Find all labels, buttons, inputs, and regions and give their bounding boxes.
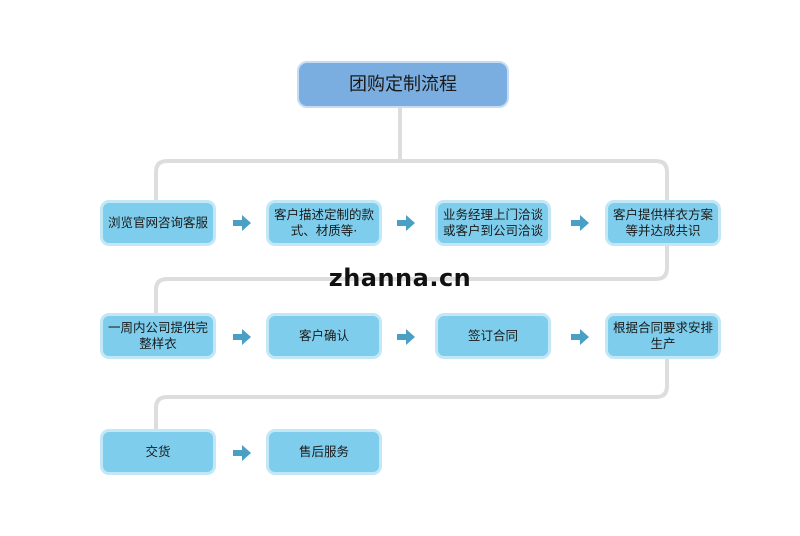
arrow-right-icon [397, 329, 415, 345]
step-after-sales: 售后服务 [266, 429, 382, 475]
step-sample-consensus: 客户提供样衣方案等并达成共识 [605, 200, 721, 246]
step-production: 根据合同要求安排生产 [605, 313, 721, 359]
arrow-right-icon [397, 215, 415, 231]
arrow-right-icon [233, 329, 251, 345]
connector-row2-to-row3 [154, 359, 669, 430]
arrow-right-icon [233, 215, 251, 231]
connector-top-bracket [154, 159, 669, 201]
step-confirm: 客户确认 [266, 313, 382, 359]
watermark-text: zhanna.cn [328, 264, 472, 292]
step-negotiate: 业务经理上门洽谈或客户到公司洽谈 [435, 200, 551, 246]
arrow-right-icon [233, 445, 251, 461]
arrow-right-icon [571, 329, 589, 345]
step-sign-contract: 签订合同 [435, 313, 551, 359]
connector-row1-to-row2 [154, 246, 669, 314]
step-provide-sample: 一周内公司提供完整样衣 [100, 313, 216, 359]
step-describe-style: 客户描述定制的款式、材质等· [266, 200, 382, 246]
arrow-right-icon [571, 215, 589, 231]
step-browse-consult: 浏览官网咨询客服 [100, 200, 216, 246]
flow-title: 团购定制流程 [297, 61, 509, 108]
step-delivery: 交货 [100, 429, 216, 475]
